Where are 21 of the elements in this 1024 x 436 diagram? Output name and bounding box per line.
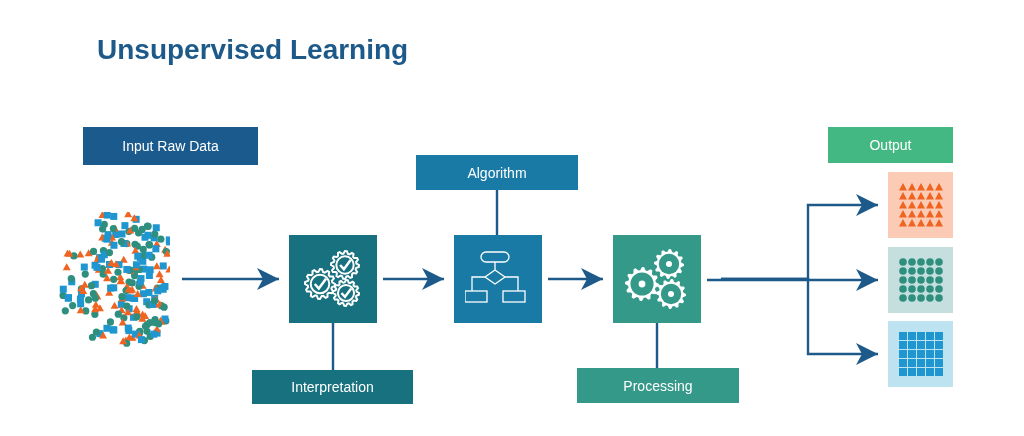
arrow: [383, 268, 444, 290]
step-label: Output: [828, 127, 953, 163]
arrow: [707, 269, 878, 291]
arrow: [721, 277, 878, 365]
title: Unsupervised Learning: [97, 34, 409, 66]
output-cluster-box: [888, 172, 953, 238]
arrow: [548, 268, 603, 290]
process-box: [289, 235, 377, 323]
output-cluster-box: [888, 321, 953, 387]
connector-line: [655, 323, 659, 368]
scatter-drawing: [58, 212, 170, 348]
step-label: Input Raw Data: [83, 127, 258, 165]
arrow: [182, 268, 279, 290]
connector-line: [495, 190, 499, 235]
output-cluster-box: [888, 247, 953, 313]
step-label: Algorithm: [416, 155, 578, 190]
connector-line: [331, 323, 335, 370]
process-box: [613, 235, 701, 323]
step-label: Interpretation: [252, 370, 413, 404]
process-box: [454, 235, 542, 323]
step-label: Processing: [577, 368, 739, 403]
